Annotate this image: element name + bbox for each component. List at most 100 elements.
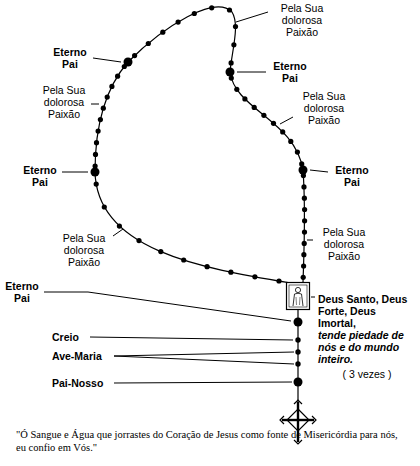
leader-line — [114, 382, 292, 383]
prayer-label: Eterno Pai — [48, 46, 92, 70]
big-bead — [91, 168, 100, 177]
prayer-label: Pela Sua dolorosa Paixão — [34, 84, 94, 120]
small-bead — [276, 278, 281, 283]
small-bead — [101, 106, 106, 111]
small-beads — [93, 5, 308, 283]
medal-head — [295, 287, 300, 292]
prayer-label: Eterno Pai — [330, 164, 374, 188]
leader-line — [93, 58, 121, 62]
small-bead — [271, 121, 276, 126]
big-bead — [294, 318, 303, 327]
cross-diamond — [287, 409, 309, 431]
small-bead — [94, 182, 99, 187]
prayer-label: Eterno Pai — [268, 60, 312, 84]
leader-line — [307, 240, 313, 241]
small-bead — [261, 113, 266, 118]
leader-line — [114, 352, 294, 356]
small-bead — [302, 218, 307, 223]
rosary-chain-segment — [95, 62, 128, 172]
medal-frame — [287, 283, 310, 310]
small-bead — [302, 207, 307, 212]
prayer-label: Pela Sua dolorosa Paixão — [272, 2, 332, 38]
small-bead — [181, 257, 186, 262]
small-bead — [93, 152, 98, 157]
small-bead — [136, 238, 141, 243]
leader-line — [114, 356, 294, 364]
medal-inner — [289, 285, 307, 307]
leader-line — [113, 229, 123, 236]
prayer-label: tende piedade de nós e do mundo inteiro. — [318, 329, 416, 365]
small-bead — [209, 5, 214, 10]
small-bead — [295, 361, 300, 366]
small-bead — [102, 204, 107, 209]
leader-line — [91, 104, 99, 105]
small-bead — [227, 7, 232, 12]
small-bead — [252, 274, 257, 279]
small-bead — [117, 224, 122, 229]
big-bead — [226, 68, 235, 77]
small-bead — [96, 129, 101, 134]
medal-rays — [296, 297, 300, 305]
small-bead — [299, 161, 304, 166]
medal-robe — [293, 293, 303, 306]
small-bead — [229, 76, 234, 81]
leader-line — [237, 72, 266, 73]
small-bead — [160, 30, 165, 35]
small-bead — [301, 184, 306, 189]
small-bead — [158, 249, 163, 254]
small-bead — [301, 252, 306, 257]
small-bead — [205, 264, 210, 269]
leader-line — [280, 117, 293, 124]
small-bead — [301, 173, 306, 178]
small-bead — [98, 117, 103, 122]
leader-line — [62, 172, 88, 173]
rosary-chain — [95, 7, 305, 283]
small-bead — [301, 275, 306, 280]
small-bead — [132, 53, 137, 58]
small-bead — [228, 270, 233, 275]
prayer-label: Eterno Pai — [0, 280, 44, 304]
prayer-label: Creio — [52, 331, 122, 343]
big-beads — [91, 58, 308, 387]
small-bead — [280, 129, 285, 134]
small-bead — [146, 41, 151, 46]
leader-line — [310, 170, 328, 172]
prayer-label: Eterno Pai — [18, 164, 62, 188]
small-bead — [295, 349, 300, 354]
leader-line — [311, 297, 315, 298]
small-bead — [109, 84, 114, 89]
small-bead — [234, 87, 239, 92]
small-bead — [233, 24, 238, 29]
small-bead — [115, 74, 120, 79]
small-bead — [288, 139, 293, 144]
small-bead — [302, 196, 307, 201]
small-bead — [105, 95, 110, 100]
leader-line — [236, 12, 268, 22]
rosary-chain-segment — [230, 72, 303, 170]
small-bead — [192, 11, 197, 16]
caption-text: "Ó Sangue e Água que jorrastes do Coraçã… — [16, 428, 408, 454]
small-bead — [252, 105, 257, 110]
big-bead — [294, 378, 303, 387]
leader-line — [44, 292, 291, 321]
small-bead — [94, 140, 99, 145]
small-bead — [302, 230, 307, 235]
prayer-label: Pai-Nosso — [52, 377, 122, 389]
small-bead — [122, 64, 127, 69]
small-bead — [301, 263, 306, 268]
small-bead — [302, 241, 307, 246]
rosary-chain-segment — [128, 7, 235, 72]
prayer-label: Pela Sua dolorosa Paixão — [294, 90, 354, 126]
leader-line — [90, 337, 293, 340]
prayer-label: Pela Sua dolorosa Paixão — [54, 232, 114, 268]
medal — [287, 283, 310, 310]
rosary-chain-segment — [95, 172, 291, 283]
prayer-label: Deus Santo, Deus Forte, Deus Imortal, — [318, 293, 416, 329]
small-bead — [295, 150, 300, 155]
small-bead — [229, 60, 234, 65]
small-bead — [295, 337, 300, 342]
small-bead — [231, 42, 236, 47]
prayer-label: Ave-Maria — [52, 350, 122, 362]
small-bead — [242, 96, 247, 101]
prayer-label: ( 3 vezes ) — [318, 368, 416, 380]
